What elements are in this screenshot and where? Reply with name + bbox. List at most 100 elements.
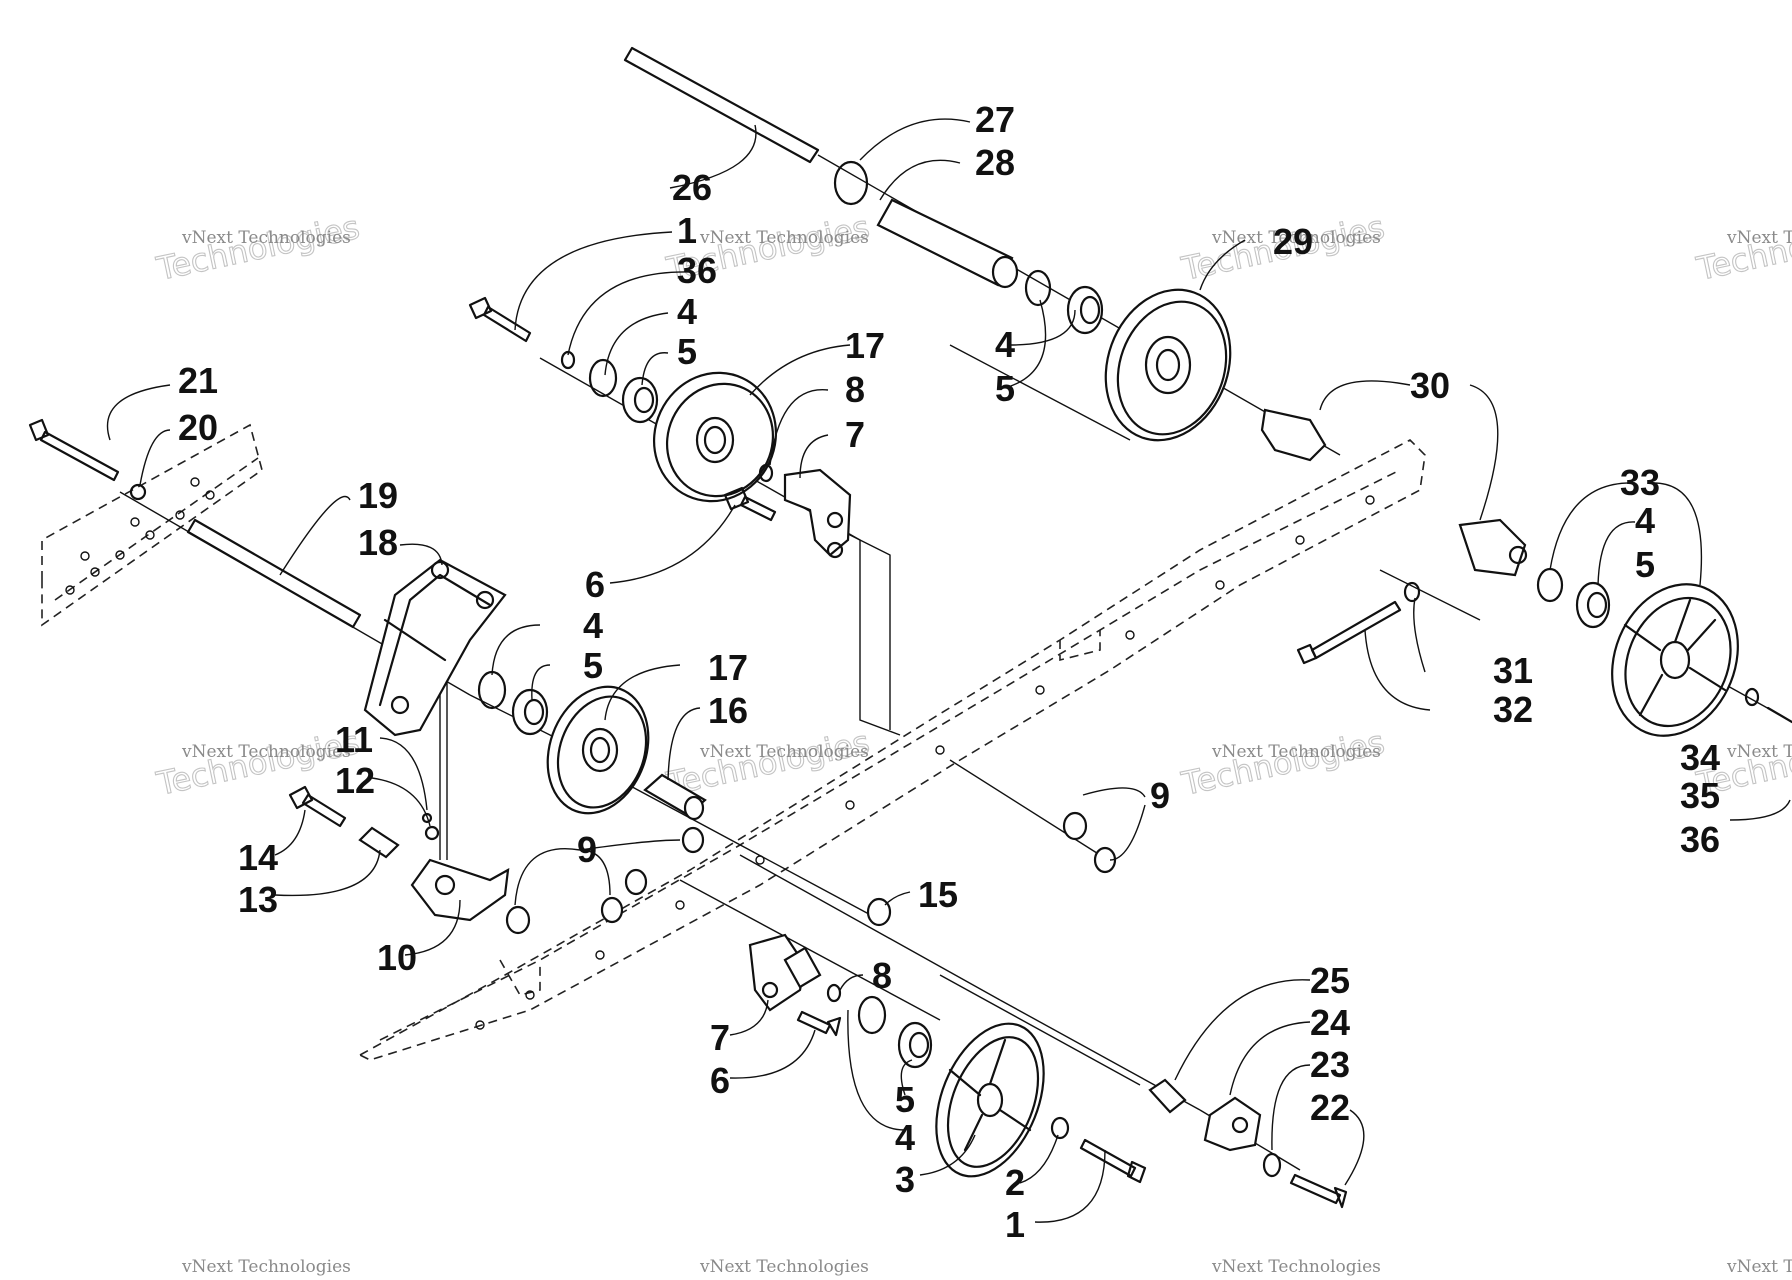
callout-35: 35 — [1680, 775, 1720, 816]
bolt-6-upper — [723, 486, 777, 522]
spacer-30-lower — [1458, 518, 1528, 577]
watermark-6: Technologies vNext Technologies — [662, 722, 873, 803]
callout-15: 15 — [918, 874, 958, 915]
callout-33: 33 — [1620, 462, 1660, 503]
svg-text:vNext Technologies: vNext Technologies — [1726, 1257, 1792, 1277]
leader-lines — [106, 118, 1791, 1223]
callout-1-upper: 1 — [677, 210, 697, 251]
svg-text:vNext Technologies: vNext Technologies — [699, 742, 869, 762]
svg-text:vNext Technologies: vNext Technologies — [1211, 742, 1381, 762]
mount-bracket-10 — [410, 858, 510, 922]
watermark-7: Technologies vNext Technologies — [1177, 722, 1388, 803]
callout-4-lower: 4 — [895, 1117, 915, 1158]
snap-ring-4-lower — [857, 995, 887, 1035]
spacer-30-upper — [1260, 408, 1327, 462]
callout-29: 29 — [1273, 221, 1313, 262]
callout-23: 23 — [1310, 1044, 1350, 1085]
grease-fitting-11 — [421, 812, 433, 824]
callout-8-lower: 8 — [872, 955, 892, 996]
callout-5-right: 5 — [1635, 544, 1655, 585]
bearing-5-upper-right — [1066, 285, 1104, 335]
bearing-5-mid — [511, 688, 549, 736]
bolt-22 — [1289, 1173, 1348, 1209]
nut-15 — [866, 897, 892, 927]
wheel-17-upper — [652, 371, 778, 503]
callout-13: 13 — [238, 879, 278, 920]
watermark-9: vNext Technologies — [181, 1257, 351, 1277]
washer-23 — [1262, 1152, 1282, 1178]
end-cap-24 — [1203, 1096, 1262, 1152]
spacer-7-tube — [783, 946, 822, 989]
callout-18: 18 — [358, 522, 398, 563]
callout-21: 21 — [178, 360, 218, 401]
watermark-11: vNext Technologies — [1211, 1257, 1381, 1277]
svg-text:vNext Technologies: vNext Technologies — [699, 1257, 869, 1277]
callout-9-right: 9 — [1150, 775, 1170, 816]
svg-text:vNext Technologies: vNext Technologies — [181, 1257, 351, 1277]
svg-text:vNext Technologies: vNext Technologies — [1211, 1257, 1381, 1277]
callout-20: 20 — [178, 407, 218, 448]
callout-36-right: 36 — [1680, 819, 1720, 860]
callout-36-upper: 36 — [677, 250, 717, 291]
washer-34 — [1744, 687, 1760, 707]
callout-14: 14 — [238, 837, 278, 878]
svg-text:vNext Technologies: vNext Technologies — [1726, 742, 1792, 762]
snap-ring-4-right — [1536, 567, 1564, 603]
snap-ring-4-upper-left — [588, 358, 618, 398]
watermark-10: vNext Technologies — [699, 1257, 869, 1277]
callout-30: 30 — [1410, 365, 1450, 406]
callout-5-lower: 5 — [895, 1079, 915, 1120]
watermark-12: vNext Technologies — [1726, 1257, 1792, 1277]
snap-ring-4-mid — [477, 670, 507, 710]
callout-22: 22 — [1310, 1087, 1350, 1128]
washer-8-upper — [758, 463, 774, 483]
callout-9-left: 9 — [577, 829, 597, 870]
wheel-3 — [935, 1022, 1045, 1178]
callout-5-mid: 5 — [583, 645, 603, 686]
spacer-25 — [1148, 1078, 1187, 1114]
callout-4-mid: 4 — [583, 605, 603, 646]
spacer-13 — [358, 826, 400, 859]
callout-11: 11 — [335, 719, 373, 760]
callout-4-upper-right: 4 — [995, 324, 1015, 365]
washer-27 — [833, 160, 869, 206]
wheel-33 — [1611, 583, 1739, 737]
svg-text:vNext Technologies: vNext Technologies — [699, 228, 869, 248]
spacer-tube-28 — [876, 198, 1019, 289]
bolt-6-lower — [796, 1010, 842, 1037]
callout-25: 25 — [1310, 960, 1350, 1001]
snap-ring-4-upper-right — [1024, 269, 1052, 307]
callout-26: 26 — [672, 167, 712, 208]
main-slide-rail — [358, 439, 1426, 1061]
callout-17-upper: 17 — [845, 325, 885, 366]
callout-3: 3 — [895, 1159, 915, 1200]
callout-4-right: 4 — [1635, 500, 1655, 541]
callout-24: 24 — [1310, 1002, 1350, 1043]
callout-6-lower: 6 — [710, 1060, 730, 1101]
svg-text:vNext Technologies: vNext Technologies — [1726, 228, 1792, 248]
callout-31: 31 — [1493, 650, 1533, 691]
svg-text:vNext Technologies: vNext Technologies — [181, 228, 351, 248]
watermark-4: Technologies vNext Technologies — [1692, 207, 1792, 288]
washer-20 — [129, 483, 147, 501]
callout-19: 19 — [358, 475, 398, 516]
callout-4-upper-left: 4 — [677, 291, 697, 332]
washer-8-lower — [826, 983, 842, 1003]
callout-10: 10 — [377, 937, 417, 978]
callout-6-upper: 6 — [585, 564, 605, 605]
callout-2: 2 — [1005, 1162, 1025, 1203]
bolt-1-upper — [468, 296, 532, 343]
bearing-5-upper-left — [621, 376, 659, 424]
callout-5-upper-right: 5 — [995, 368, 1015, 409]
callout-5-upper-left: 5 — [677, 331, 697, 372]
callout-8-upper: 8 — [845, 369, 865, 410]
callout-1-lower: 1 — [1005, 1204, 1025, 1245]
nut-31 — [1403, 581, 1421, 603]
bolt-14 — [288, 785, 347, 828]
callout-12: 12 — [335, 760, 375, 801]
wheel-17-lower — [546, 685, 650, 815]
callout-7-lower: 7 — [710, 1017, 730, 1058]
callout-27: 27 — [975, 99, 1015, 140]
wheel-29 — [1104, 288, 1232, 442]
